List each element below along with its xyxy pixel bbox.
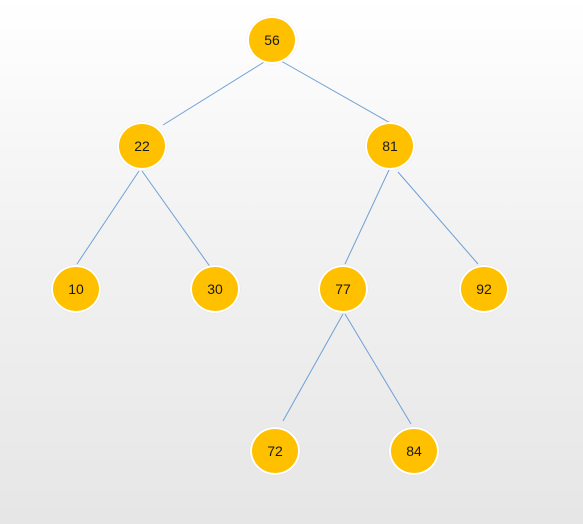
tree-node-81: 81 [365,122,415,170]
tree-node-56: 56 [247,16,297,64]
node-label: 22 [134,138,150,154]
edge-81-92 [397,171,479,265]
edge-22-10 [76,170,140,265]
edge-22-30 [141,170,212,269]
node-label: 56 [264,32,280,48]
edge-56-22 [162,58,270,126]
tree-node-77: 77 [318,265,368,313]
tree-node-72: 72 [250,427,300,475]
node-label: 72 [267,443,283,459]
tree-node-22: 22 [117,122,167,170]
edge-56-81 [273,56,393,125]
node-label: 84 [406,443,422,459]
node-label: 30 [207,281,223,297]
edge-81-77 [344,169,390,265]
tree-node-92: 92 [459,265,509,313]
edge-77-72 [282,313,344,422]
tree-node-84: 84 [389,427,439,475]
tree-node-30: 30 [190,265,240,313]
node-label: 10 [68,281,84,297]
node-label: 92 [476,281,492,297]
tree-node-10: 10 [51,265,101,313]
edge-77-84 [344,313,412,425]
node-label: 77 [335,281,351,297]
node-label: 81 [382,138,398,154]
